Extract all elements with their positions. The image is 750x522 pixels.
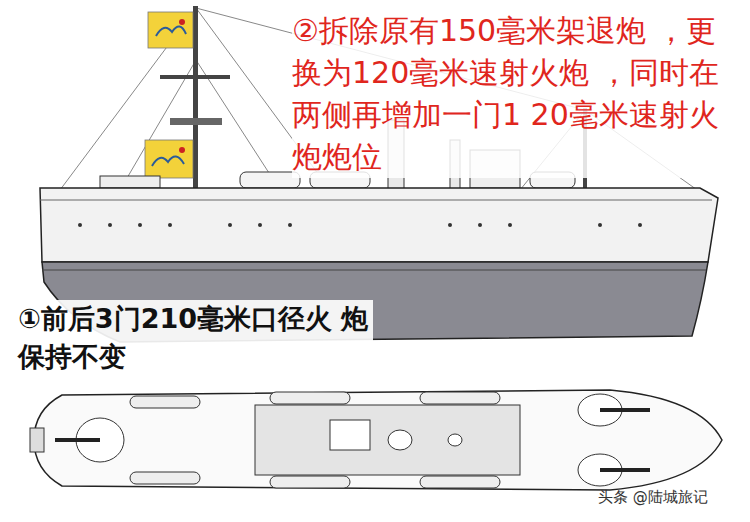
callout-note: ②拆除原有150毫米架退炮 ，更换为120毫米速射火炮 ，同时在两侧再增加一门1…	[292, 10, 737, 178]
callout-note: ①前后3门210毫米口径火 炮保持不变	[18, 300, 373, 376]
watermark: 头条 @陆城旅记	[598, 488, 743, 508]
